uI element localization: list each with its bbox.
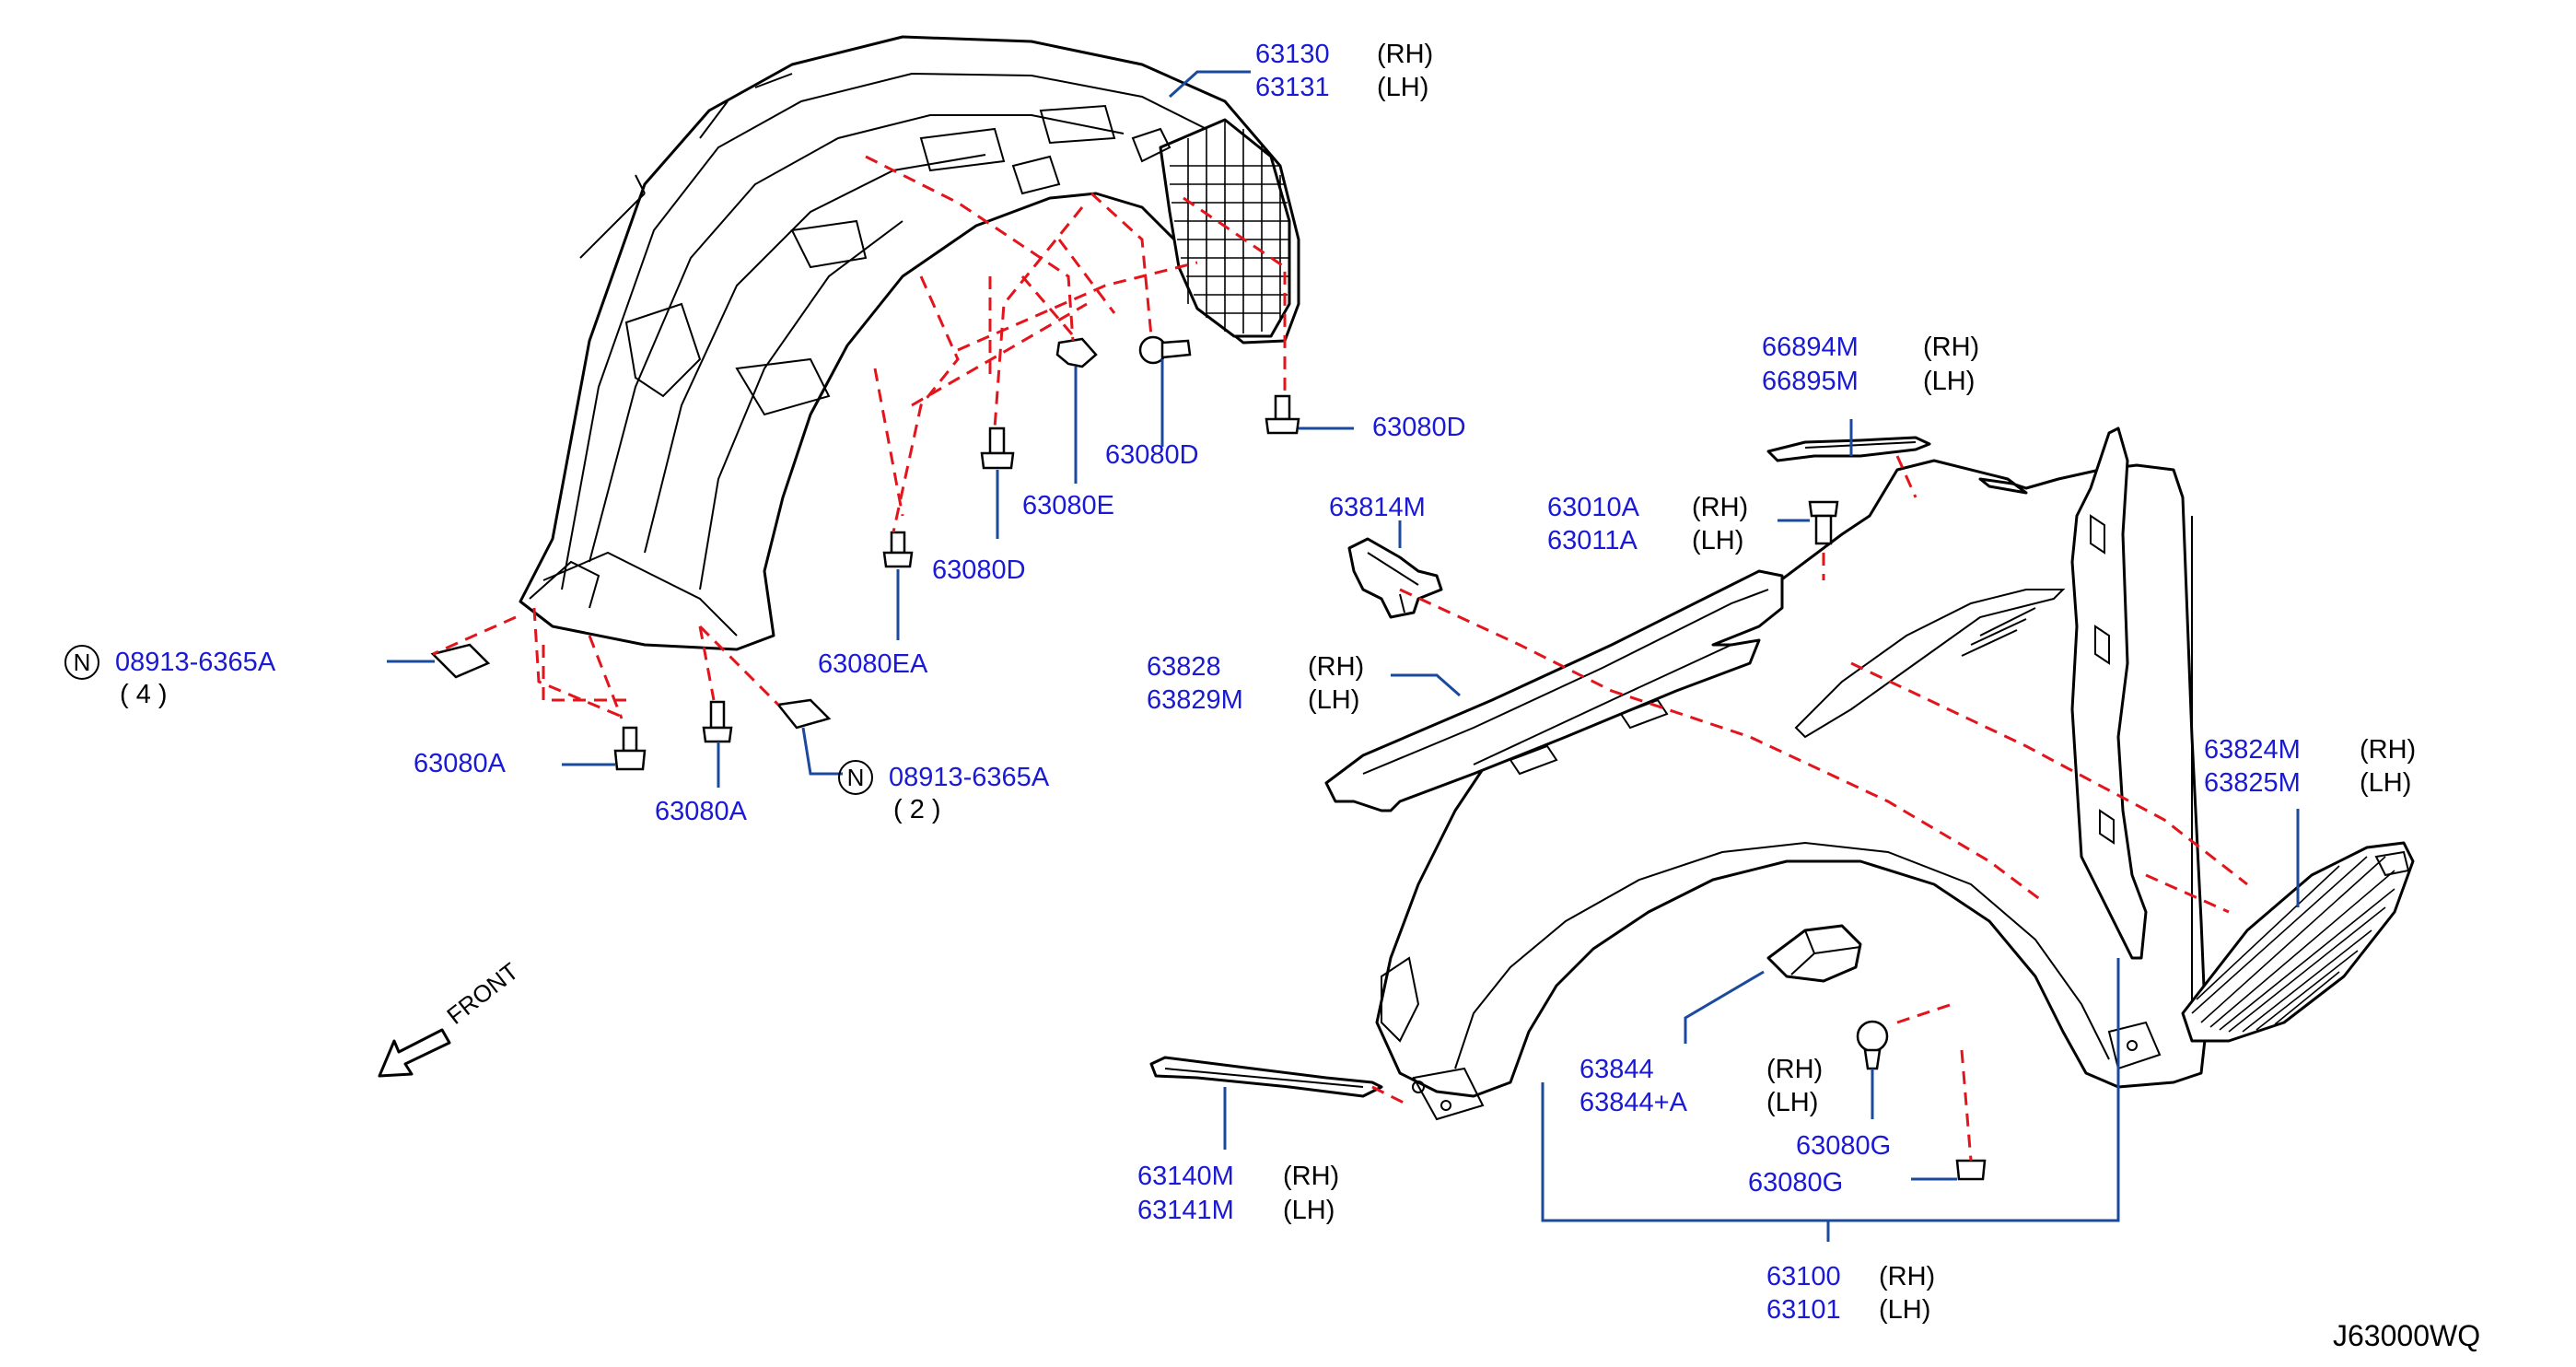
pn-63130-side: (RH) xyxy=(1377,40,1434,69)
pn-63844A[interactable]: 63844+A xyxy=(1579,1088,1687,1117)
pn-63825M-side: (LH) xyxy=(2360,768,2412,798)
n-badge-icon: N xyxy=(64,645,99,680)
pn-63131[interactable]: 63131 xyxy=(1255,73,1330,102)
pn-63080D-right[interactable]: 63080D xyxy=(1372,413,1466,442)
pn-63101[interactable]: 63101 xyxy=(1766,1295,1841,1325)
pn-63828[interactable]: 63828 xyxy=(1147,652,1221,682)
fasteners xyxy=(430,335,1987,1181)
pn-63080A-middle[interactable]: 63080A xyxy=(655,797,747,826)
pn-66894M[interactable]: 66894M xyxy=(1762,333,1859,362)
pn-63080G-a[interactable]: 63080G xyxy=(1796,1131,1892,1161)
pn-63101-side: (LH) xyxy=(1879,1295,1931,1325)
pn-63829M[interactable]: 63829M xyxy=(1147,685,1243,715)
pn-63141M-side: (LH) xyxy=(1283,1196,1335,1225)
pn-63080D-top[interactable]: 63080D xyxy=(1105,440,1199,470)
bracket-63814M xyxy=(1347,537,1443,619)
pn-63828-side: (RH) xyxy=(1308,652,1365,682)
pn-66894M-side: (RH) xyxy=(1923,333,1980,362)
pn-63080A-left[interactable]: 63080A xyxy=(414,749,506,778)
pn-63100[interactable]: 63100 xyxy=(1766,1262,1841,1291)
pn-63080EA[interactable]: 63080EA xyxy=(818,649,928,679)
assembly-lines xyxy=(432,155,2248,1162)
pn-63141M[interactable]: 63141M xyxy=(1137,1196,1234,1225)
pn-63011A[interactable]: 63011A xyxy=(1547,526,1638,555)
leader-lines xyxy=(387,70,2300,1242)
pn-08913-qty-a: ( 4 ) xyxy=(120,680,168,709)
pn-63140M-side: (RH) xyxy=(1283,1162,1340,1191)
side-vent-grille xyxy=(2181,841,2415,1043)
pn-63010A[interactable]: 63010A xyxy=(1547,493,1639,522)
pn-63824M-side: (RH) xyxy=(2360,735,2417,765)
fender-liner xyxy=(519,35,1300,651)
pn-63824M[interactable]: 63824M xyxy=(2204,735,2301,765)
pn-63130[interactable]: 63130 xyxy=(1255,40,1330,69)
splash-block-63844 xyxy=(1766,924,1862,983)
pn-66895M-side: (LH) xyxy=(1923,367,1976,396)
pn-63829M-side: (LH) xyxy=(1308,685,1360,715)
pn-63011A-side: (LH) xyxy=(1692,526,1744,555)
pn-63825M[interactable]: 63825M xyxy=(2204,768,2301,798)
vertical-seal xyxy=(2070,426,2148,960)
pn-66895M[interactable]: 66895M xyxy=(1762,367,1859,396)
lower-strip-63140M xyxy=(1149,1056,1383,1098)
pn-63131-side: (LH) xyxy=(1377,73,1429,102)
pn-63814M[interactable]: 63814M xyxy=(1329,493,1426,522)
pn-08913-6365A-b[interactable]: 08913-6365A xyxy=(889,763,1050,792)
pn-63844A-side: (LH) xyxy=(1766,1088,1819,1117)
pn-63140M[interactable]: 63140M xyxy=(1137,1162,1234,1191)
pn-63010A-side: (RH) xyxy=(1692,493,1749,522)
pn-63844-side: (RH) xyxy=(1766,1055,1824,1084)
diagram-code: J63000WQ xyxy=(2333,1319,2481,1352)
pn-63100-side: (RH) xyxy=(1879,1262,1936,1291)
fender-support-rail xyxy=(1324,569,1784,812)
pn-08913-6365A-a[interactable]: 08913-6365A xyxy=(115,648,276,677)
pn-63080D-lower[interactable]: 63080D xyxy=(932,555,1026,585)
n-badge-icon: N xyxy=(838,760,873,795)
pn-63080G-b[interactable]: 63080G xyxy=(1748,1168,1844,1198)
pn-63080E[interactable]: 63080E xyxy=(1022,491,1114,520)
pn-63844[interactable]: 63844 xyxy=(1579,1055,1654,1084)
trim-strip-66894M xyxy=(1766,436,1931,462)
pn-08913-qty-b: ( 2 ) xyxy=(893,795,941,824)
front-arrow-icon xyxy=(378,1028,451,1078)
